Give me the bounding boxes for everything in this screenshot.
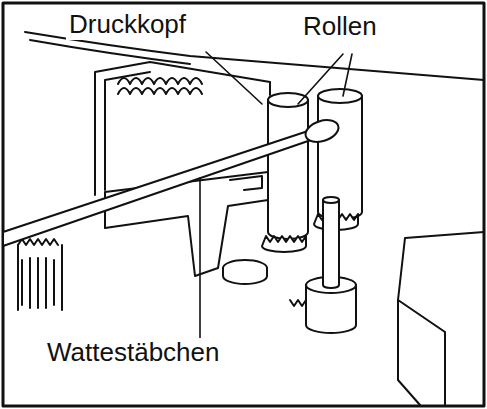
frame bbox=[3, 3, 484, 406]
housing-edge bbox=[30, 40, 190, 64]
part-label: Wattestäbchen bbox=[44, 338, 222, 368]
cotton-swab bbox=[3, 116, 341, 246]
leader-lines bbox=[200, 52, 352, 338]
part-label: Druckkopf bbox=[66, 10, 189, 40]
print-head-slot bbox=[230, 176, 262, 190]
gear-column bbox=[18, 239, 62, 310]
spring bbox=[118, 88, 202, 94]
print-head-plate bbox=[105, 172, 268, 276]
spindle bbox=[290, 197, 356, 333]
rollers bbox=[268, 89, 362, 239]
housing-edge bbox=[398, 232, 484, 405]
housing-edge bbox=[398, 300, 420, 405]
part-label: Rollen bbox=[300, 12, 380, 42]
spring bbox=[118, 78, 202, 84]
